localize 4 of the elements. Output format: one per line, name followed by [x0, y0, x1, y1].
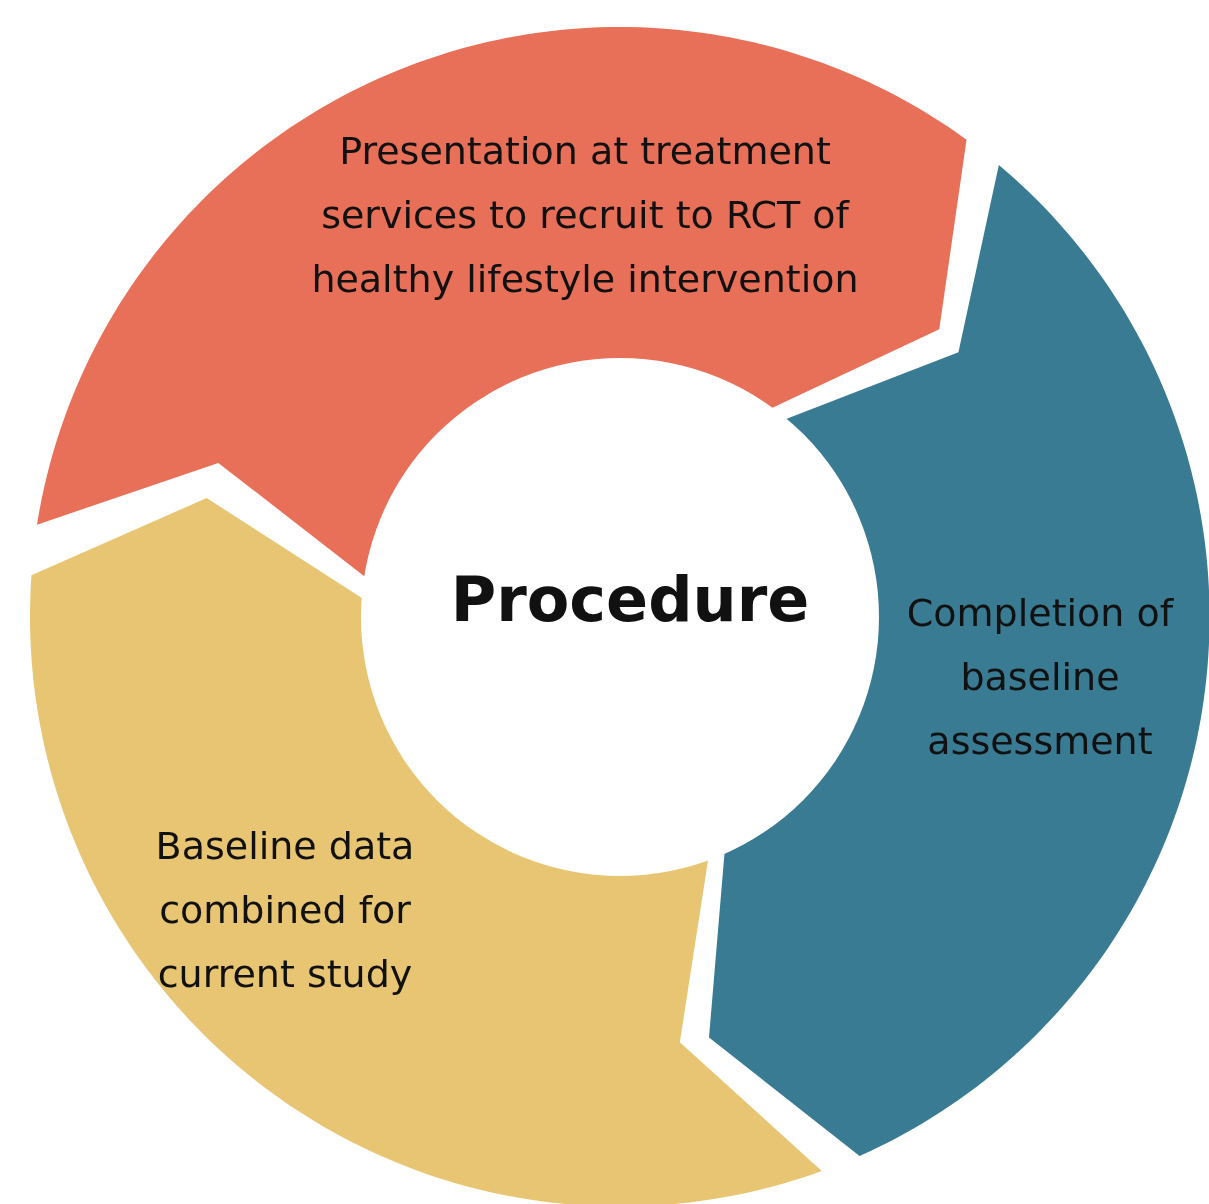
step-text: Baseline data combined for current study — [155, 823, 415, 998]
center-title: Procedure — [449, 562, 811, 638]
step-text: Completion of baseline assessment — [905, 590, 1175, 765]
step-text: Presentation at treatment services to recruit to RCT of healthy lifestyle intervention — [310, 128, 860, 303]
